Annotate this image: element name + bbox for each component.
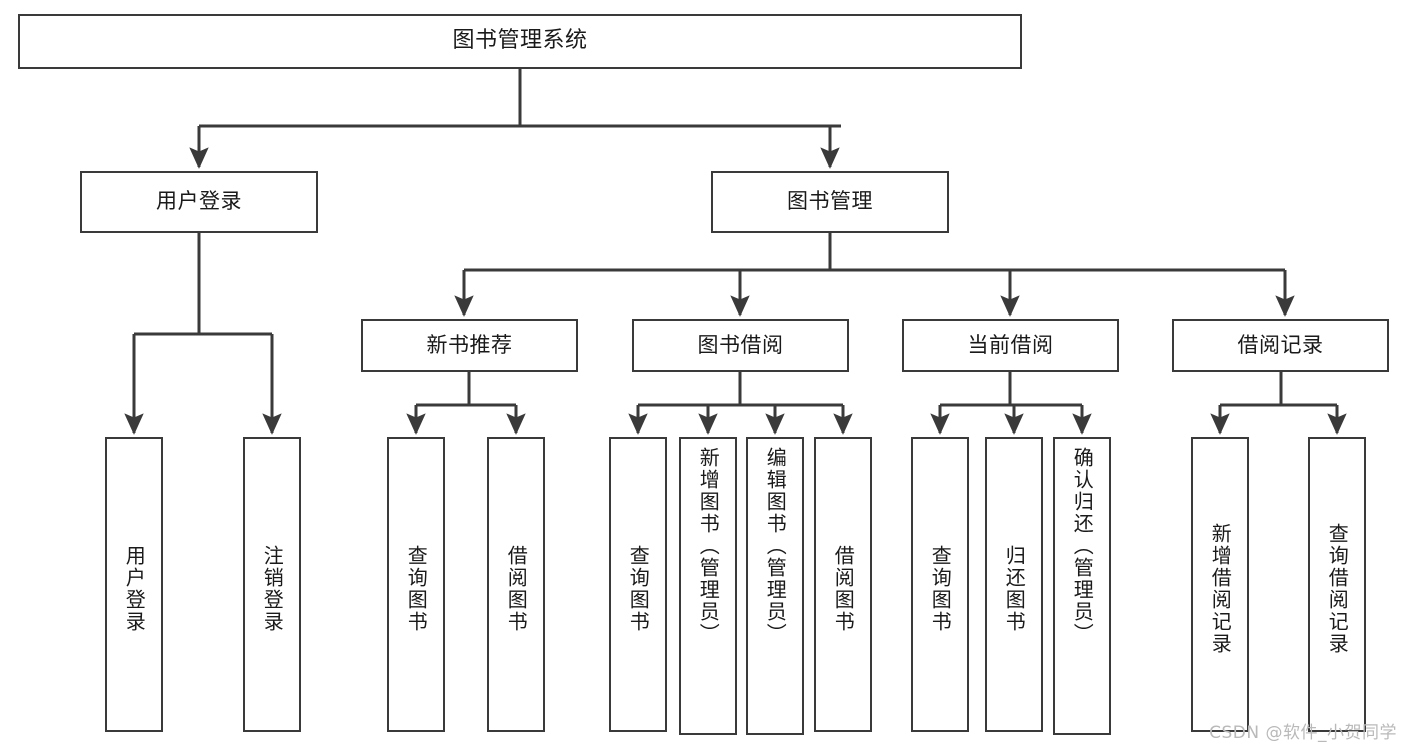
node-label: 借阅图书	[831, 544, 856, 633]
node-book-borrow[interactable]: 图书借阅	[632, 319, 849, 372]
node-label: 新增借阅记录	[1208, 522, 1233, 655]
node-label: 当前借阅	[967, 332, 1054, 357]
node-leaf-edit-book-admin[interactable]: 编辑图书（管理员）	[746, 437, 804, 735]
node-leaf-confirm-return-admin[interactable]: 确认归还（管理员）	[1053, 437, 1111, 735]
node-label: 查询图书	[404, 544, 429, 633]
node-leaf-query-borrow-record[interactable]: 查询借阅记录	[1308, 437, 1366, 732]
node-label: 用户登录	[156, 189, 242, 214]
node-label: 查询图书	[626, 544, 651, 633]
node-label: 借阅图书	[504, 544, 529, 633]
node-label: 图书管理系统	[452, 28, 588, 54]
node-label: 查询图书	[928, 544, 953, 633]
node-label: 确认归还（管理员）	[1070, 447, 1095, 645]
node-leaf-query-book-borrow[interactable]: 查询图书	[609, 437, 667, 732]
node-borrow-record[interactable]: 借阅记录	[1172, 319, 1389, 372]
node-leaf-user-login[interactable]: 用户登录	[105, 437, 163, 732]
node-leaf-add-borrow-record[interactable]: 新增借阅记录	[1191, 437, 1249, 732]
node-label: 图书管理	[787, 189, 873, 214]
node-user-login[interactable]: 用户登录	[80, 171, 318, 233]
node-leaf-borrow-book[interactable]: 借阅图书	[814, 437, 872, 732]
node-label: 编辑图书（管理员）	[763, 447, 788, 645]
node-label: 注销登录	[260, 544, 285, 633]
csdn-watermark: CSDN @软件_小贺同学	[1209, 723, 1397, 743]
node-label: 用户登录	[122, 544, 147, 633]
node-label: 归还图书	[1002, 544, 1027, 633]
node-root-system[interactable]: 图书管理系统	[18, 14, 1022, 69]
node-leaf-logout[interactable]: 注销登录	[243, 437, 301, 732]
node-leaf-return-book[interactable]: 归还图书	[985, 437, 1043, 732]
node-leaf-query-book-current[interactable]: 查询图书	[911, 437, 969, 732]
node-new-book-recommend[interactable]: 新书推荐	[361, 319, 578, 372]
node-label: 借阅记录	[1237, 332, 1324, 357]
node-label: 查询借阅记录	[1325, 522, 1350, 655]
node-book-manage[interactable]: 图书管理	[711, 171, 949, 233]
node-leaf-borrow-book-recommend[interactable]: 借阅图书	[487, 437, 545, 732]
node-current-borrow[interactable]: 当前借阅	[902, 319, 1119, 372]
node-label: 图书借阅	[697, 332, 784, 357]
node-label: 新书推荐	[426, 332, 513, 357]
node-label: 新增图书（管理员）	[696, 447, 721, 645]
node-leaf-query-book-recommend[interactable]: 查询图书	[387, 437, 445, 732]
node-leaf-add-book-admin[interactable]: 新增图书（管理员）	[679, 437, 737, 735]
